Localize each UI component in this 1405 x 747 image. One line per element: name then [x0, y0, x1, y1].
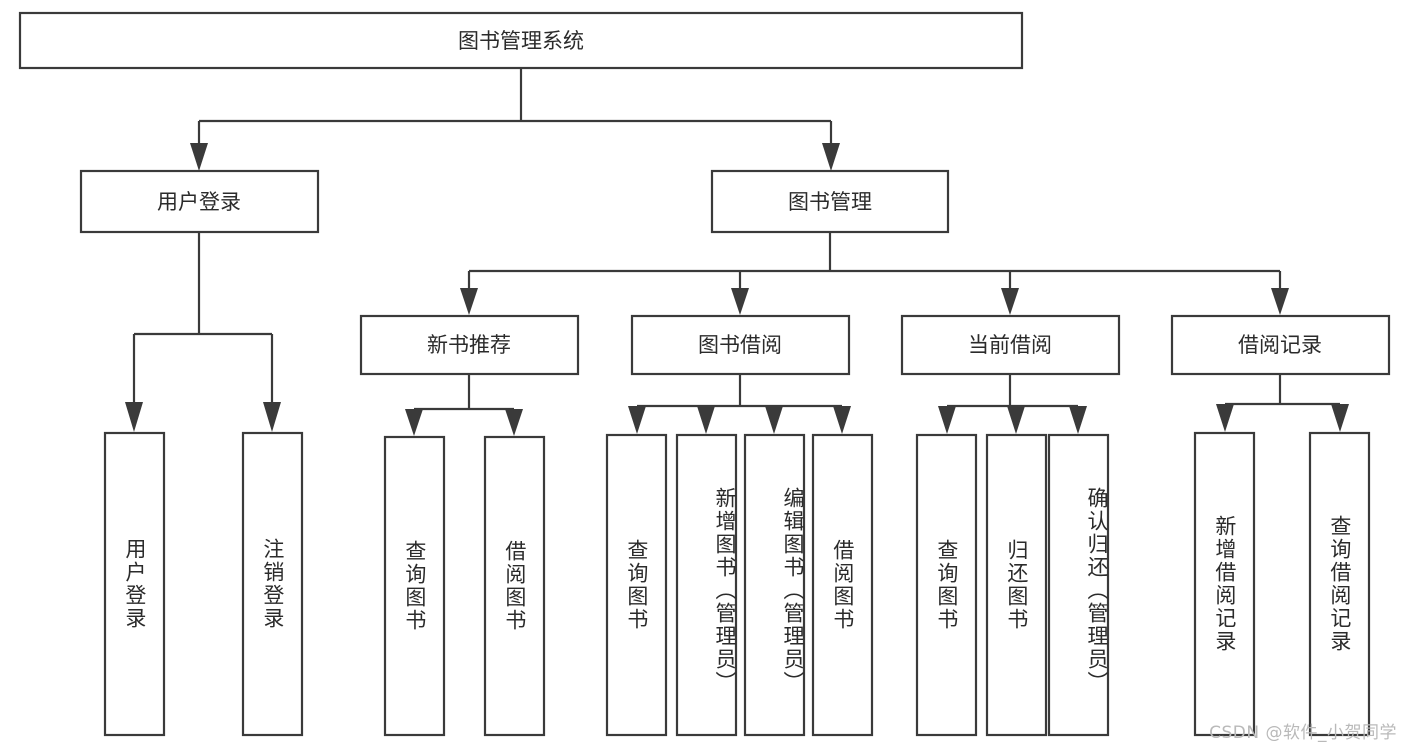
node-current-borrow-label: 当前借阅	[968, 333, 1052, 357]
connector-current-borrow-to-leaves	[938, 374, 1087, 434]
arrow-head-icon	[938, 406, 956, 434]
node-root[interactable]: 图书管理系统	[18, 11, 1024, 70]
leaf-box-confirm-return-admin[interactable]	[1047, 433, 1110, 737]
leaf-box-add-borrow-record[interactable]	[1193, 431, 1256, 737]
arrow-head-icon	[190, 143, 208, 171]
leaf-box-query-book-3[interactable]	[915, 433, 978, 737]
arrow-head-icon	[1271, 288, 1289, 315]
node-user-login-box[interactable]	[79, 169, 320, 234]
leaf-box-query-borrow-record[interactable]	[1308, 431, 1371, 737]
node-borrow-records-label: 借阅记录	[1238, 333, 1322, 357]
arrow-head-icon	[628, 406, 646, 434]
arrow-head-icon	[833, 406, 851, 434]
node-book-borrow-label: 图书借阅	[698, 333, 782, 357]
arrow-head-icon	[1069, 406, 1087, 434]
leaf-box-add-book-admin[interactable]	[675, 433, 738, 737]
arrow-head-icon	[1331, 404, 1349, 432]
arrow-head-icon	[460, 288, 478, 315]
node-borrow-records[interactable]: 借阅记录	[1170, 314, 1391, 376]
node-new-book-recommend-label: 新书推荐	[427, 333, 511, 357]
leaf-box-query-book-1[interactable]	[383, 435, 446, 737]
arrow-head-icon	[822, 143, 840, 171]
connector-user-login-to-leaves	[125, 232, 281, 432]
arrow-head-icon	[697, 406, 715, 434]
connector-new-book-recommend-to-leaves	[405, 374, 523, 436]
arrow-head-icon	[263, 402, 281, 432]
leaf-box-user-login[interactable]	[103, 431, 166, 737]
arrow-head-icon	[1216, 404, 1234, 432]
connector-root-to-level2	[190, 68, 840, 171]
arrow-head-icon	[765, 406, 783, 434]
leaf-box-borrow-book-2[interactable]	[811, 433, 874, 737]
leaf-box-return-book[interactable]	[985, 433, 1048, 737]
node-new-book-recommend-box[interactable]	[359, 314, 580, 376]
node-current-borrow[interactable]: 当前借阅	[900, 314, 1121, 376]
node-root-box[interactable]	[18, 11, 1024, 70]
node-user-login[interactable]: 用户登录	[79, 169, 320, 234]
node-current-borrow-box[interactable]	[900, 314, 1121, 376]
node-new-book-recommend[interactable]: 新书推荐	[359, 314, 580, 376]
arrow-head-icon	[505, 409, 523, 436]
connector-book-borrow-to-leaves	[628, 374, 851, 434]
arrow-head-icon	[731, 288, 749, 315]
leaf-box-edit-book-admin[interactable]	[743, 433, 806, 737]
arrow-head-icon	[1001, 288, 1019, 315]
node-book-management-label: 图书管理	[788, 190, 872, 214]
leaf-box-borrow-book-1[interactable]	[483, 435, 546, 737]
connector-borrow-records-to-leaves	[1216, 374, 1349, 432]
node-book-management[interactable]: 图书管理	[710, 169, 950, 234]
arrow-head-icon	[405, 409, 423, 436]
connector-book-management-to-level3	[460, 232, 1289, 315]
arrow-head-icon	[1007, 406, 1025, 434]
node-user-login-label: 用户登录	[157, 190, 241, 214]
node-book-borrow[interactable]: 图书借阅	[630, 314, 851, 376]
leaf-box-query-book-2[interactable]	[605, 433, 668, 737]
node-root-label: 图书管理系统	[458, 29, 584, 53]
arrow-head-icon	[125, 402, 143, 432]
leaf-box-logout[interactable]	[241, 431, 304, 737]
watermark-text: CSDN @软件_小贺同学	[1209, 723, 1397, 743]
